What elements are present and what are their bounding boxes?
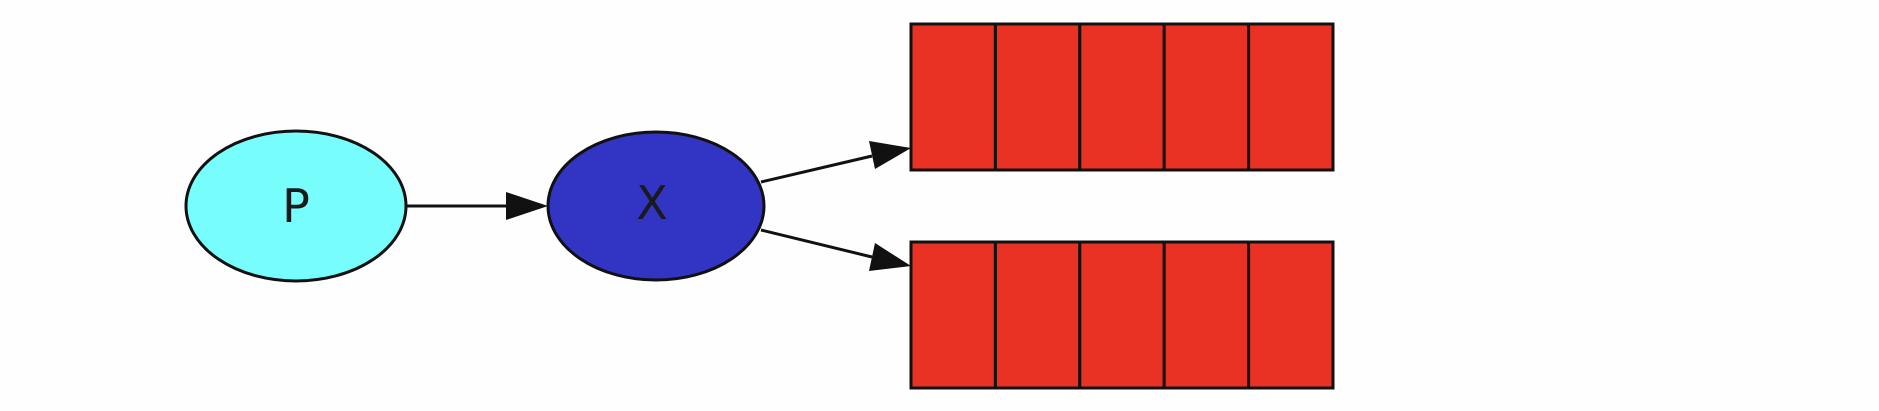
queue-slot	[1162, 240, 1251, 390]
queue-slot	[993, 22, 1082, 172]
exchange-ellipse	[546, 130, 766, 282]
queue-slot	[1162, 22, 1251, 172]
edge-exchange-to-queue-1	[760, 141, 911, 184]
producer-node: P	[184, 129, 408, 283]
queue-1	[909, 22, 1335, 172]
exchange-label: X	[636, 176, 668, 230]
producer-label: P	[282, 179, 310, 233]
edge-line	[760, 228, 873, 259]
queue-slot	[993, 240, 1082, 390]
edge-line	[760, 154, 873, 184]
edge-producer-to-exchange	[406, 192, 548, 220]
queue-slot	[909, 22, 997, 172]
arrowhead-icon	[869, 141, 911, 169]
arrowhead-icon	[506, 192, 548, 220]
queue-slot	[1078, 240, 1166, 390]
exchange-node: X	[546, 130, 766, 282]
queue-2	[909, 240, 1335, 390]
queue-slot	[1247, 240, 1335, 390]
edge-exchange-to-queue-2	[760, 228, 911, 271]
queue-slot	[1247, 22, 1335, 172]
queue-slot	[1078, 22, 1166, 172]
queue-slot	[909, 240, 997, 390]
arrowhead-icon	[869, 243, 911, 271]
